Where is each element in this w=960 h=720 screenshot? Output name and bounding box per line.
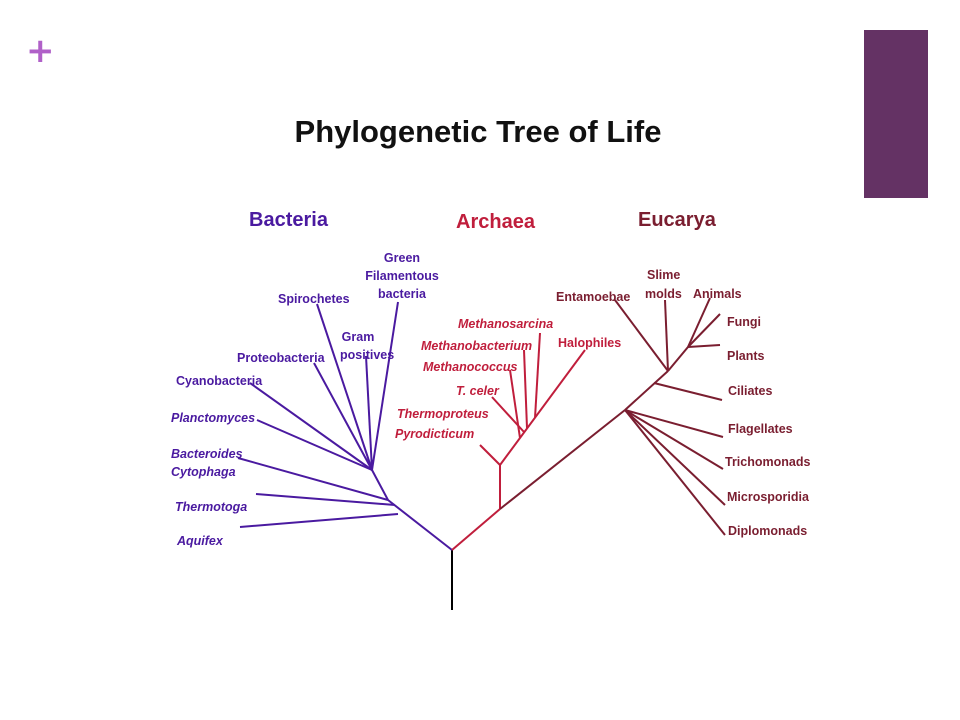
domain-label-bacteria: Bacteria [249, 209, 329, 231]
label-methanosarcina: Methanosarcina [458, 317, 553, 331]
label-spirochetes: Spirochetes [278, 292, 350, 306]
label-microsporidia: Microsporidia [727, 490, 810, 504]
label-methanobacterium: Methanobacterium [421, 339, 532, 353]
label-slime-molds-line2: molds [645, 287, 682, 301]
label-cyanobacteria: Cyanobacteria [176, 374, 263, 388]
label-green-filamentous-bacteria-line2: Filamentous [365, 269, 439, 283]
label-slime-molds-line1: Slime [647, 268, 680, 282]
label-ciliates: Ciliates [728, 384, 773, 398]
label-fungi: Fungi [727, 315, 761, 329]
label-gram-positives-line2: positives [340, 348, 394, 362]
label-plants: Plants [727, 349, 765, 363]
label-planctomyces: Planctomyces [171, 411, 255, 425]
branches-eucarya [499, 297, 726, 536]
branches-bacteria [237, 301, 453, 551]
label-proteobacteria: Proteobacteria [237, 351, 326, 365]
label-thermoproteus: Thermoproteus [397, 407, 489, 421]
label-bacteroides: Bacteroides [171, 447, 243, 461]
labels-eucarya: Entamoebae Slime molds Animals Fungi Pla… [556, 268, 810, 538]
label-entamoebae: Entamoebae [556, 290, 630, 304]
branches-archaea [451, 332, 586, 551]
domain-label-eucarya: Eucarya [638, 209, 717, 231]
accent-bar [864, 30, 928, 198]
label-animals: Animals [693, 287, 742, 301]
label-gram-positives-line1: Gram [342, 330, 375, 344]
label-green-filamentous-bacteria-line1: Green [384, 251, 420, 265]
label-green-filamentous-bacteria-line3: bacteria [378, 287, 427, 301]
label-aquifex: Aquifex [176, 534, 224, 548]
label-thermotoga: Thermotoga [175, 500, 247, 514]
label-pyrodicticum: Pyrodicticum [395, 427, 474, 441]
label-diplomonads: Diplomonads [728, 524, 807, 538]
domain-label-archaea: Archaea [456, 211, 536, 233]
diagram-title: Phylogenetic Tree of Life [295, 114, 662, 149]
label-t-celer: T. celer [456, 384, 500, 398]
label-methanococcus: Methanococcus [423, 360, 518, 374]
labels-bacteria: Green Filamentous bacteria Spirochetes G… [171, 251, 439, 548]
labels-archaea: Methanosarcina Methanobacterium Methanoc… [395, 317, 621, 441]
label-trichomonads: Trichomonads [725, 455, 810, 469]
label-cytophaga: Cytophaga [171, 465, 236, 479]
label-flagellates: Flagellates [728, 422, 793, 436]
label-halophiles: Halophiles [558, 336, 621, 350]
plus-icon: + [26, 31, 55, 71]
